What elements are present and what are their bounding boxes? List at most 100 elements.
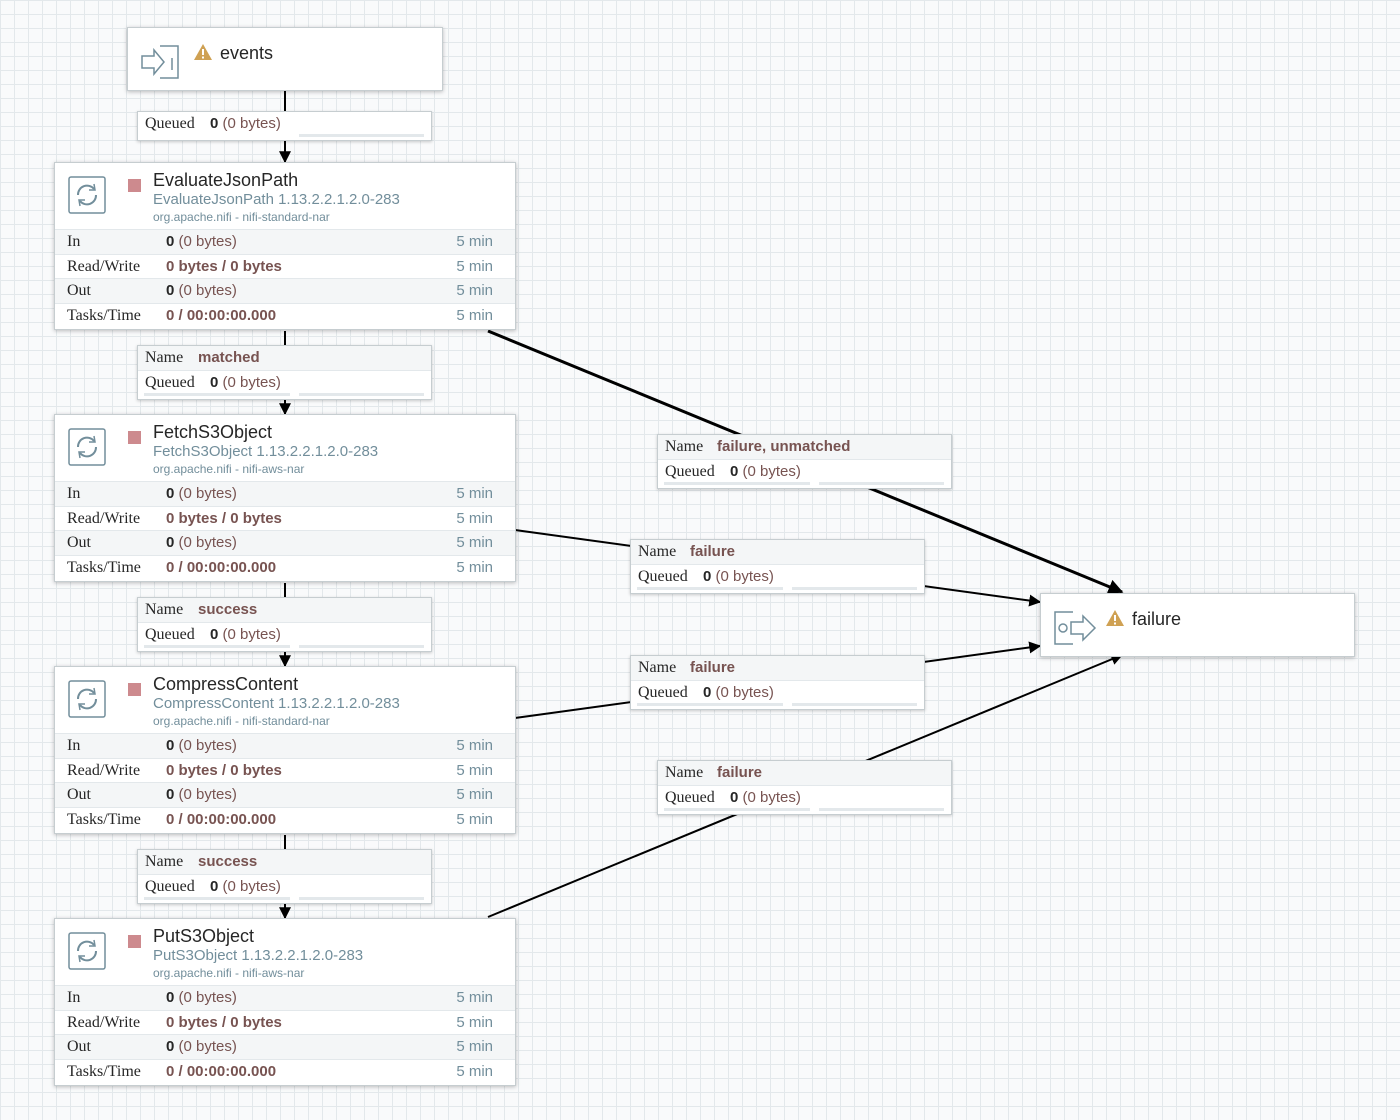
stats-label: Read/Write: [67, 761, 141, 779]
connection-name: success: [198, 853, 258, 870]
processor-name: EvaluateJsonPath: [153, 170, 299, 190]
name-label: Name: [145, 349, 184, 366]
queue-bar: [299, 645, 424, 648]
stats-count: 0: [166, 1038, 175, 1055]
connection-matched[interactable]: Name matched Queued 0 (0 bytes): [137, 345, 432, 400]
connection-name-row: Name failure, unmatched: [658, 435, 951, 460]
stats-row-tasks: Tasks/Time 0 / 00:00:00.000 5 min: [55, 1058, 515, 1084]
stats-value: 0 bytes / 0 bytes: [166, 761, 282, 779]
stats-row-in: In 0 (0 bytes) 5 min: [55, 229, 515, 254]
queued-label: Queued: [638, 568, 688, 585]
stats-time: 5 min: [456, 810, 493, 828]
name-label: Name: [665, 438, 704, 455]
connection-failure-compress[interactable]: Name failure Queued 0 (0 bytes): [630, 655, 925, 710]
processor-fetchs3object[interactable]: FetchS3Object FetchS3Object 1.13.2.2.1.2…: [54, 414, 516, 582]
queued-size: (0 bytes): [222, 115, 281, 132]
queued-label: Queued: [145, 115, 195, 132]
stats-value: 0 bytes / 0 bytes: [166, 1013, 282, 1031]
input-port-events[interactable]: events: [127, 27, 443, 91]
stats-size: (0 bytes): [178, 1038, 237, 1055]
connection-queued-row: Queued 0 (0 bytes): [631, 681, 924, 709]
stats-time: 5 min: [456, 1038, 493, 1055]
output-port-failure[interactable]: failure: [1040, 593, 1355, 657]
stats-size: (0 bytes): [178, 786, 237, 803]
queued-label: Queued: [145, 626, 195, 643]
connection-queued-row: Queued 0 (0 bytes): [138, 112, 431, 140]
queued-count: 0: [210, 374, 219, 391]
connection-events[interactable]: Queued 0 (0 bytes): [137, 111, 432, 141]
stats-label: In: [67, 737, 81, 754]
queued-size: (0 bytes): [742, 789, 801, 806]
warning-icon[interactable]: [1105, 609, 1125, 627]
stats-row-in: In 0 (0 bytes) 5 min: [55, 481, 515, 506]
stats-value: 0 (0 bytes): [166, 485, 237, 502]
processor-stats: In 0 (0 bytes) 5 min Read/Write 0 bytes …: [55, 985, 515, 1083]
connection-failure-unmatched[interactable]: Name failure, unmatched Queued 0 (0 byte…: [657, 434, 952, 489]
stats-time: 5 min: [456, 761, 493, 779]
queue-bar: [792, 703, 917, 706]
processor-puts3object[interactable]: PutS3Object PutS3Object 1.13.2.2.1.2.0-2…: [54, 918, 516, 1086]
processor-name: FetchS3Object: [153, 422, 273, 442]
processor-icon: [68, 428, 106, 466]
processor-evaluatejsonpath[interactable]: EvaluateJsonPath EvaluateJsonPath 1.13.2…: [54, 162, 516, 330]
connection-queued-row: Queued 0 (0 bytes): [631, 565, 924, 593]
stats-label: Tasks/Time: [67, 1062, 141, 1080]
warning-icon[interactable]: [193, 43, 213, 61]
queued-count: 0: [210, 115, 219, 132]
queued-size: (0 bytes): [715, 568, 774, 585]
connection-failure-fetch[interactable]: Name failure Queued 0 (0 bytes): [630, 539, 925, 594]
port-name: events: [220, 43, 274, 63]
input-port-icon: [141, 45, 179, 79]
connection-success-1[interactable]: Name success Queued 0 (0 bytes): [137, 597, 432, 652]
queued-value: 0 (0 bytes): [210, 626, 281, 643]
stats-label: Out: [67, 786, 91, 803]
processor-bundle: org.apache.nifi - nifi-standard-nar: [153, 714, 330, 728]
queue-bar: [819, 808, 944, 811]
queue-bar: [664, 808, 810, 811]
processor-icon: [68, 932, 106, 970]
stats-time: 5 min: [456, 786, 493, 803]
stats-label: Tasks/Time: [67, 306, 141, 324]
stopped-icon: [128, 431, 141, 444]
stats-time: 5 min: [456, 989, 493, 1006]
connection-name: success: [198, 601, 258, 618]
queued-label: Queued: [145, 374, 195, 391]
stats-count: 0: [166, 534, 175, 551]
processor-icon: [68, 176, 106, 214]
stats-row-in: In 0 (0 bytes) 5 min: [55, 733, 515, 758]
queued-value: 0 (0 bytes): [210, 374, 281, 391]
queued-label: Queued: [145, 878, 195, 895]
stats-row-in: In 0 (0 bytes) 5 min: [55, 985, 515, 1010]
stats-count: 0: [166, 233, 175, 250]
stats-size: (0 bytes): [178, 534, 237, 551]
stats-value: 0 / 00:00:00.000: [166, 810, 277, 828]
connection-success-2[interactable]: Name success Queued 0 (0 bytes): [137, 849, 432, 904]
processor-icon: [68, 680, 106, 718]
stats-row-readwrite: Read/Write 0 bytes / 0 bytes 5 min: [55, 253, 515, 279]
queued-size: (0 bytes): [715, 684, 774, 701]
processor-compresscontent[interactable]: CompressContent CompressContent 1.13.2.2…: [54, 666, 516, 834]
connection-name-row: Name matched: [138, 346, 431, 371]
connection-queued-row: Queued 0 (0 bytes): [658, 786, 951, 814]
connection-name-row: Name success: [138, 598, 431, 623]
processor-bundle: org.apache.nifi - nifi-aws-nar: [153, 966, 305, 980]
stats-value: 0 / 00:00:00.000: [166, 558, 277, 576]
stats-count: 0: [166, 989, 175, 1006]
connection-name: failure: [690, 659, 736, 676]
processor-name: PutS3Object: [153, 926, 255, 946]
connection-failure-put[interactable]: Name failure Queued 0 (0 bytes): [657, 760, 952, 815]
stats-count: 0: [166, 485, 175, 502]
stats-time: 5 min: [456, 737, 493, 754]
queued-value: 0 (0 bytes): [730, 463, 801, 480]
queued-count: 0: [730, 463, 739, 480]
stats-value: 0 (0 bytes): [166, 233, 237, 250]
stats-time: 5 min: [456, 1013, 493, 1031]
queued-count: 0: [210, 878, 219, 895]
connection-name: failure: [690, 543, 736, 560]
connection-queued-row: Queued 0 (0 bytes): [138, 875, 431, 903]
queue-bar: [144, 897, 290, 900]
queue-bar: [144, 393, 290, 396]
queued-label: Queued: [665, 463, 715, 480]
stats-time: 5 min: [456, 509, 493, 527]
stats-size: (0 bytes): [178, 485, 237, 502]
